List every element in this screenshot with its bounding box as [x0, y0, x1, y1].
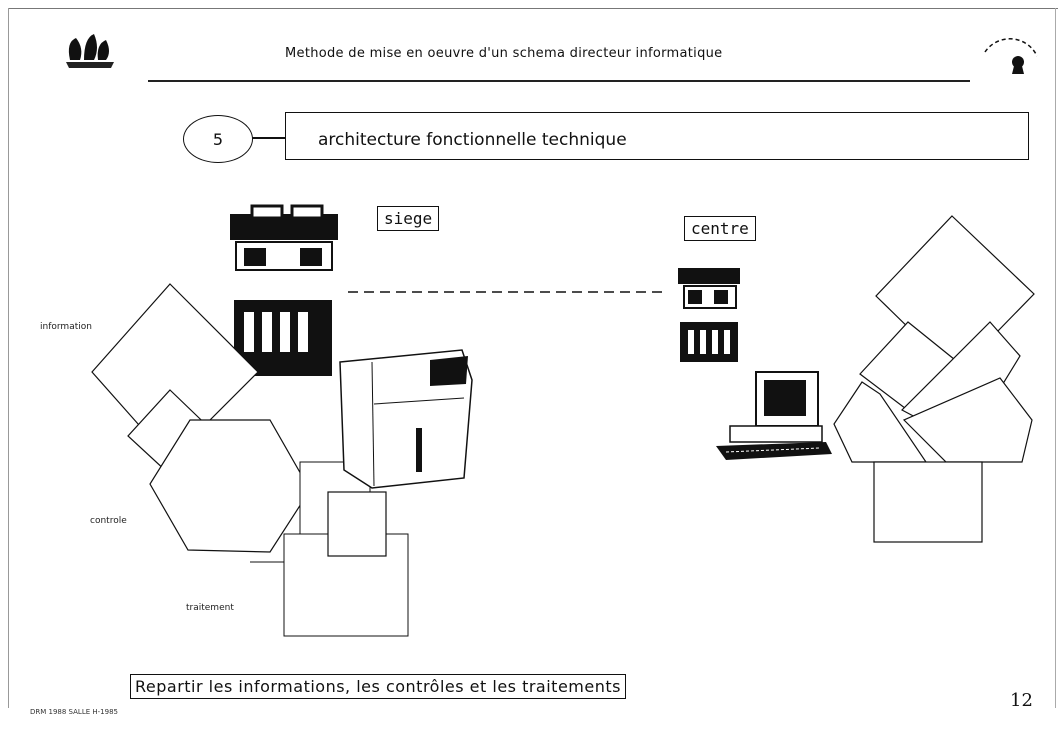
- minicomputer-icon: [340, 350, 472, 488]
- traitement-inner-box: [328, 492, 386, 556]
- header-title: Methode de mise en oeuvre d'un schema di…: [285, 46, 722, 61]
- personal-computer-icon: [716, 372, 832, 460]
- footer-text: DRM 1988 SALLE H-1985: [30, 708, 118, 716]
- section-title: architecture fonctionnelle technique: [318, 130, 627, 150]
- left-logo-icon: [66, 34, 114, 68]
- section-number: 5: [213, 130, 223, 149]
- centre-building-icon: [678, 268, 740, 362]
- section-number-badge: 5: [183, 115, 253, 163]
- traitement-label: traitement: [186, 603, 234, 613]
- siege-building-icon: [230, 206, 338, 376]
- right-logo-icon: [985, 39, 1037, 74]
- page-number: 12: [1010, 690, 1033, 711]
- header-divider: [148, 80, 970, 82]
- siege-label: siege: [377, 206, 439, 231]
- section-connector: [252, 137, 286, 139]
- information-label: information: [40, 322, 92, 332]
- caption: Repartir les informations, les contrôles…: [130, 674, 626, 699]
- centre-label: centre: [684, 216, 756, 241]
- centre-box: [874, 462, 982, 542]
- controle-label: controle: [90, 516, 127, 526]
